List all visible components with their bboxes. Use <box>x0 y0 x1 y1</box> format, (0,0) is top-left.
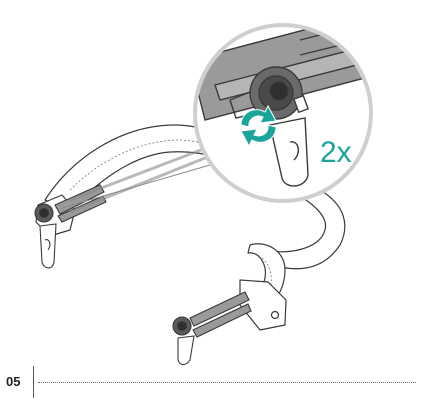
step-divider <box>33 366 34 398</box>
right-mount <box>172 291 252 366</box>
repeat-count-label: 2x <box>320 136 352 169</box>
step-number: 05 <box>6 374 21 389</box>
dotted-rule <box>38 382 416 383</box>
zoom-detail: 2x <box>193 23 373 203</box>
rotate-arrow-icon <box>240 104 277 148</box>
zoom-connector-line <box>61 164 211 209</box>
step-footer: 05 <box>0 360 423 400</box>
